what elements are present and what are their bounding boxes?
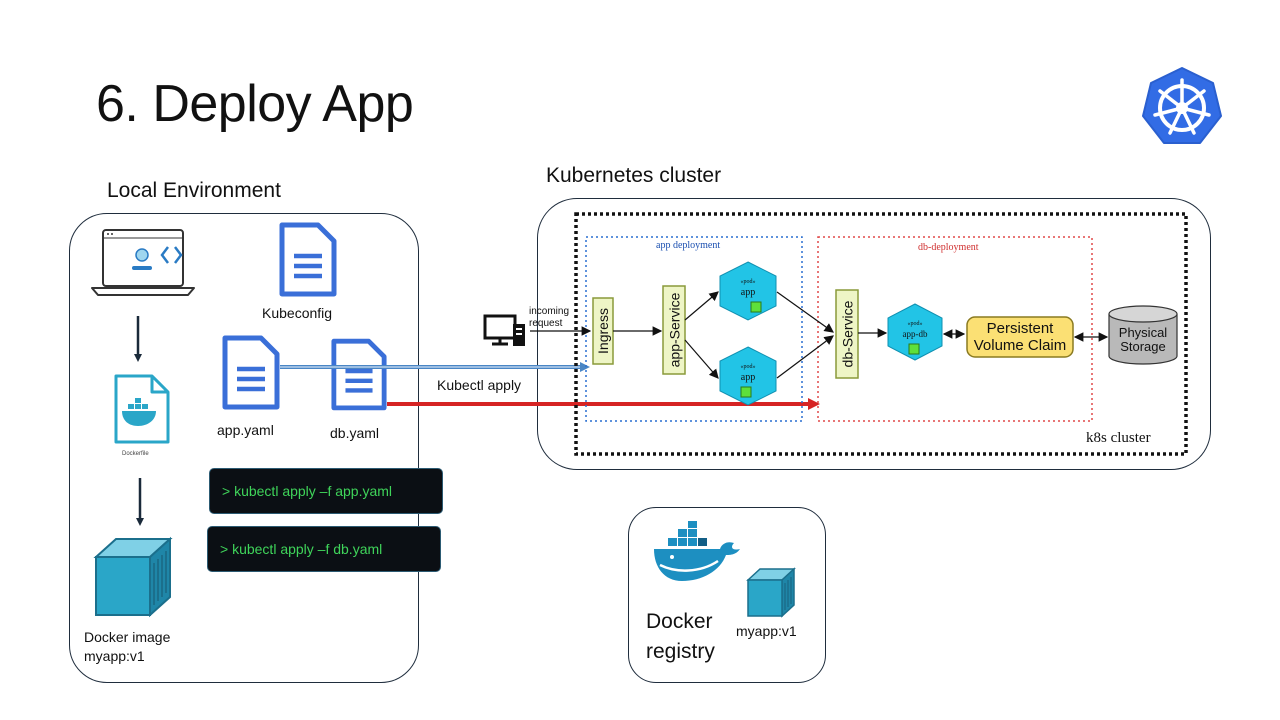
app-pod-2-stereotype: «pod» — [740, 364, 756, 370]
kubernetes-logo-icon — [1142, 67, 1222, 144]
apply-db-arrow — [387, 398, 820, 410]
app-pod-2-label: app — [740, 372, 756, 383]
kubectl-apply-label: Kubectl apply — [437, 377, 522, 393]
page-title: 6. Deploy App — [96, 75, 414, 133]
pvc-label-line2: Volume Claim — [973, 337, 1067, 354]
database-cylinder-icon — [1108, 305, 1178, 365]
kubectl-apply-arrows — [280, 362, 820, 410]
registry-container-icon — [746, 567, 796, 618]
apply-app-arrow — [280, 362, 590, 372]
dockerfile-label: Dockerfile — [122, 451, 149, 457]
cluster-diagram — [483, 212, 1188, 456]
app-service-label: app-Service — [666, 292, 683, 368]
ingress-box[interactable]: Ingress — [593, 298, 613, 364]
kubernetes-cluster-heading: Kubernetes cluster — [546, 164, 722, 187]
registry-image-tag: myapp:v1 — [736, 623, 797, 639]
app-service-box[interactable]: app-Service — [663, 286, 685, 374]
storage-label-line1: Physical — [1118, 325, 1168, 340]
db-pod-label: app-db — [902, 329, 928, 339]
docker-registry-label: Docker registry — [646, 607, 715, 667]
db-service-box[interactable]: db-Service — [836, 290, 858, 378]
app-yaml-document-icon[interactable] — [221, 335, 281, 411]
kubectl-apply-app-command[interactable]: > kubectl apply –f app.yaml — [209, 468, 443, 514]
docker-whale-icon — [654, 521, 740, 581]
app-pod-2 — [719, 346, 777, 406]
kubectl-apply-db-command[interactable]: > kubectl apply –f db.yaml — [207, 526, 441, 572]
registry-label-line2: registry — [646, 640, 715, 663]
pvc-label[interactable]: Persistent Volume Claim — [967, 320, 1073, 354]
incoming-request-label: incoming request — [529, 306, 569, 330]
physical-storage-label[interactable]: Physical Storage — [1109, 326, 1177, 354]
db-service-label: db-Service — [839, 300, 856, 368]
docker-image-label-line1: Docker image — [84, 629, 171, 645]
app-pod-1-stereotype: «pod» — [740, 279, 756, 285]
incoming-label-line1: incoming — [529, 306, 570, 317]
docker-container-icon — [93, 536, 173, 618]
kubeconfig-document-icon[interactable] — [278, 222, 338, 298]
arrow-down-1 — [134, 316, 142, 362]
docker-image-tag: myapp:v1 — [84, 648, 145, 664]
db-deployment-boundary — [817, 236, 1093, 422]
dockerfile-icon — [114, 374, 170, 444]
kubeconfig-label: Kubeconfig — [262, 305, 333, 321]
app-pod-1 — [719, 261, 777, 321]
storage-label-line2: Storage — [1120, 339, 1166, 354]
pvc-label-line1: Persistent — [986, 320, 1054, 337]
arrow-down-2 — [136, 478, 144, 526]
docker-image-label: Docker image myapp:v1 — [84, 628, 170, 666]
incoming-label-line2: request — [529, 318, 563, 329]
app-pod-1-label: app — [740, 287, 756, 298]
app-deployment-label: app deployment — [656, 240, 721, 251]
db-deployment-label: db-deployment — [918, 242, 979, 253]
k8s-cluster-boundary — [574, 212, 1188, 456]
computer-icon — [483, 314, 525, 346]
laptop-code-icon — [91, 229, 195, 296]
db-yaml-label: db.yaml — [330, 425, 380, 441]
k8s-cluster-label: k8s cluster — [1086, 430, 1151, 446]
ingress-label: Ingress — [595, 308, 612, 354]
db-pod — [887, 303, 943, 361]
db-yaml-document-icon[interactable] — [330, 338, 388, 412]
registry-label-line1: Docker — [646, 610, 713, 633]
pvc-box — [966, 316, 1074, 358]
local-environment-heading: Local Environment — [107, 179, 281, 202]
db-pod-stereotype: «pod» — [907, 321, 923, 327]
app-yaml-label: app.yaml — [217, 422, 274, 438]
